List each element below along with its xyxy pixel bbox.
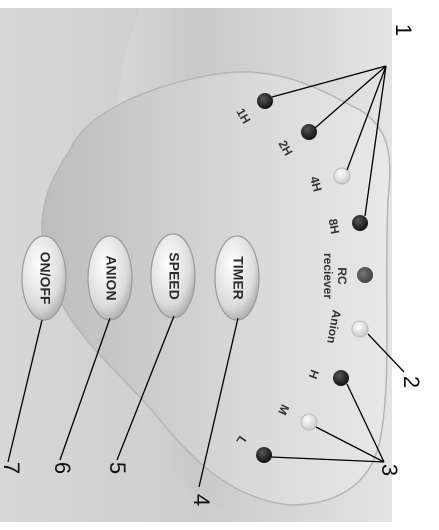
callout-7: 7	[0, 462, 24, 474]
leader-1-c	[346, 65, 387, 171]
led-4h	[333, 167, 351, 185]
leader-3-a	[346, 383, 385, 463]
leader-1-d	[364, 65, 387, 217]
callout-3: 3	[377, 464, 402, 476]
led-2h	[301, 124, 317, 140]
callout-1: 1	[391, 24, 416, 36]
leader-7	[7, 319, 43, 463]
label-rc: RC	[335, 267, 349, 285]
callout-5: 5	[105, 462, 130, 474]
leader-6	[59, 317, 111, 461]
leader-2	[367, 333, 405, 373]
label-1h: 1H	[234, 106, 254, 126]
onoff-button-label: ON/OFF	[37, 252, 53, 305]
anion-button[interactable]: ANION	[87, 235, 133, 321]
label-reciever: reciever	[321, 253, 335, 299]
device-body-shadow	[0, 8, 260, 522]
leader-3-b	[315, 426, 385, 463]
led-low	[256, 447, 272, 463]
anion-button-label: ANION	[103, 255, 119, 300]
leader-1-a	[271, 65, 387, 98]
label-anion: Anion	[324, 309, 344, 345]
leader-4	[198, 317, 239, 488]
onoff-button[interactable]: ON/OFF	[21, 235, 67, 321]
label-4h: 4H	[307, 175, 324, 193]
speed-button-label: SPEED	[166, 252, 182, 299]
led-high	[333, 370, 349, 386]
speed-button[interactable]: SPEED	[150, 233, 196, 319]
led-medium	[300, 413, 318, 431]
leader-1-b	[314, 65, 387, 129]
led-anion	[351, 320, 369, 338]
margin	[392, 8, 439, 522]
callout-4: 4	[189, 494, 214, 506]
label-8h: 8H	[326, 218, 342, 236]
led-1h	[257, 93, 273, 109]
leader-5	[116, 315, 175, 461]
timer-button[interactable]: TIMER	[214, 235, 260, 321]
led-8h	[352, 215, 368, 231]
led-rc-receiver	[357, 267, 373, 283]
callout-6: 6	[50, 462, 75, 474]
label-2h: 2H	[276, 138, 296, 158]
callout-2: 2	[399, 376, 424, 388]
leader-3-c	[270, 456, 385, 463]
callout-lines	[7, 65, 405, 488]
timer-button-label: TIMER	[230, 256, 246, 300]
